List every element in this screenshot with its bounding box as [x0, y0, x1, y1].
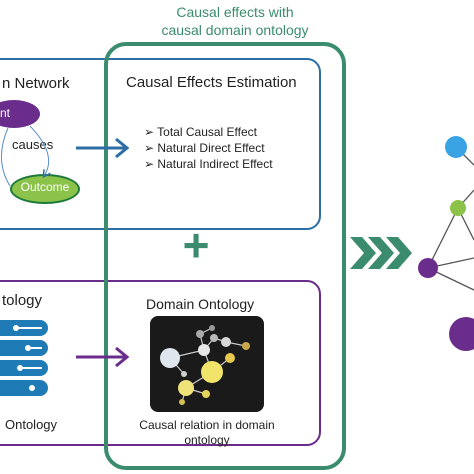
- ontology-database-icon: [0, 320, 48, 396]
- treatment-node-label: nt: [0, 106, 11, 120]
- purple-node-large: [449, 317, 474, 351]
- estimation-title: Causal Effects Estimation: [126, 74, 297, 91]
- lime-node: [450, 200, 466, 216]
- ontology-title: tology: [2, 292, 43, 309]
- domain-ontology-caption-line-2: ontology: [184, 433, 230, 447]
- header-line-1: Causal effects with: [176, 4, 294, 20]
- estimation-item-3: ➢ Natural Indirect Effect: [144, 157, 273, 171]
- bullet-arrow-icon: ➢: [144, 125, 158, 139]
- domain-ontology-title: Domain Ontology: [146, 296, 255, 312]
- causal-network-box: [0, 58, 321, 230]
- estimation-item-1: ➢ Total Causal Effect: [144, 125, 258, 139]
- estimation-item-2: ➢ Natural Direct Effect: [144, 141, 265, 155]
- purple-arrow-icon: [76, 346, 130, 368]
- ontology-footer: Ontology: [5, 417, 58, 432]
- outcome-node-label: Outcome: [20, 180, 70, 194]
- causes-edge-label: causes: [12, 137, 54, 152]
- triple-chevron-icon: [350, 237, 412, 269]
- ontology-graph-image: [150, 316, 264, 412]
- bullet-arrow-icon: ➢: [144, 157, 158, 171]
- sky-node: [445, 136, 467, 158]
- purple-node-small: [418, 258, 438, 278]
- treatment-node: [0, 100, 40, 128]
- ontology-box: [0, 280, 321, 446]
- blue-arrow-icon: [76, 137, 130, 159]
- causal-network-title: n Network: [2, 75, 70, 92]
- bullet-arrow-icon: ➢: [144, 141, 158, 155]
- header-line-2: causal domain ontology: [161, 22, 309, 38]
- result-network-graph: [418, 136, 474, 351]
- feedback-arrow: [1, 127, 11, 187]
- causes-edge-arrow: [29, 125, 49, 176]
- domain-ontology-caption-line-1: Causal relation in domain: [139, 418, 275, 432]
- plus-sign: +: [182, 219, 210, 271]
- causal-effects-ontology-box: [104, 42, 346, 470]
